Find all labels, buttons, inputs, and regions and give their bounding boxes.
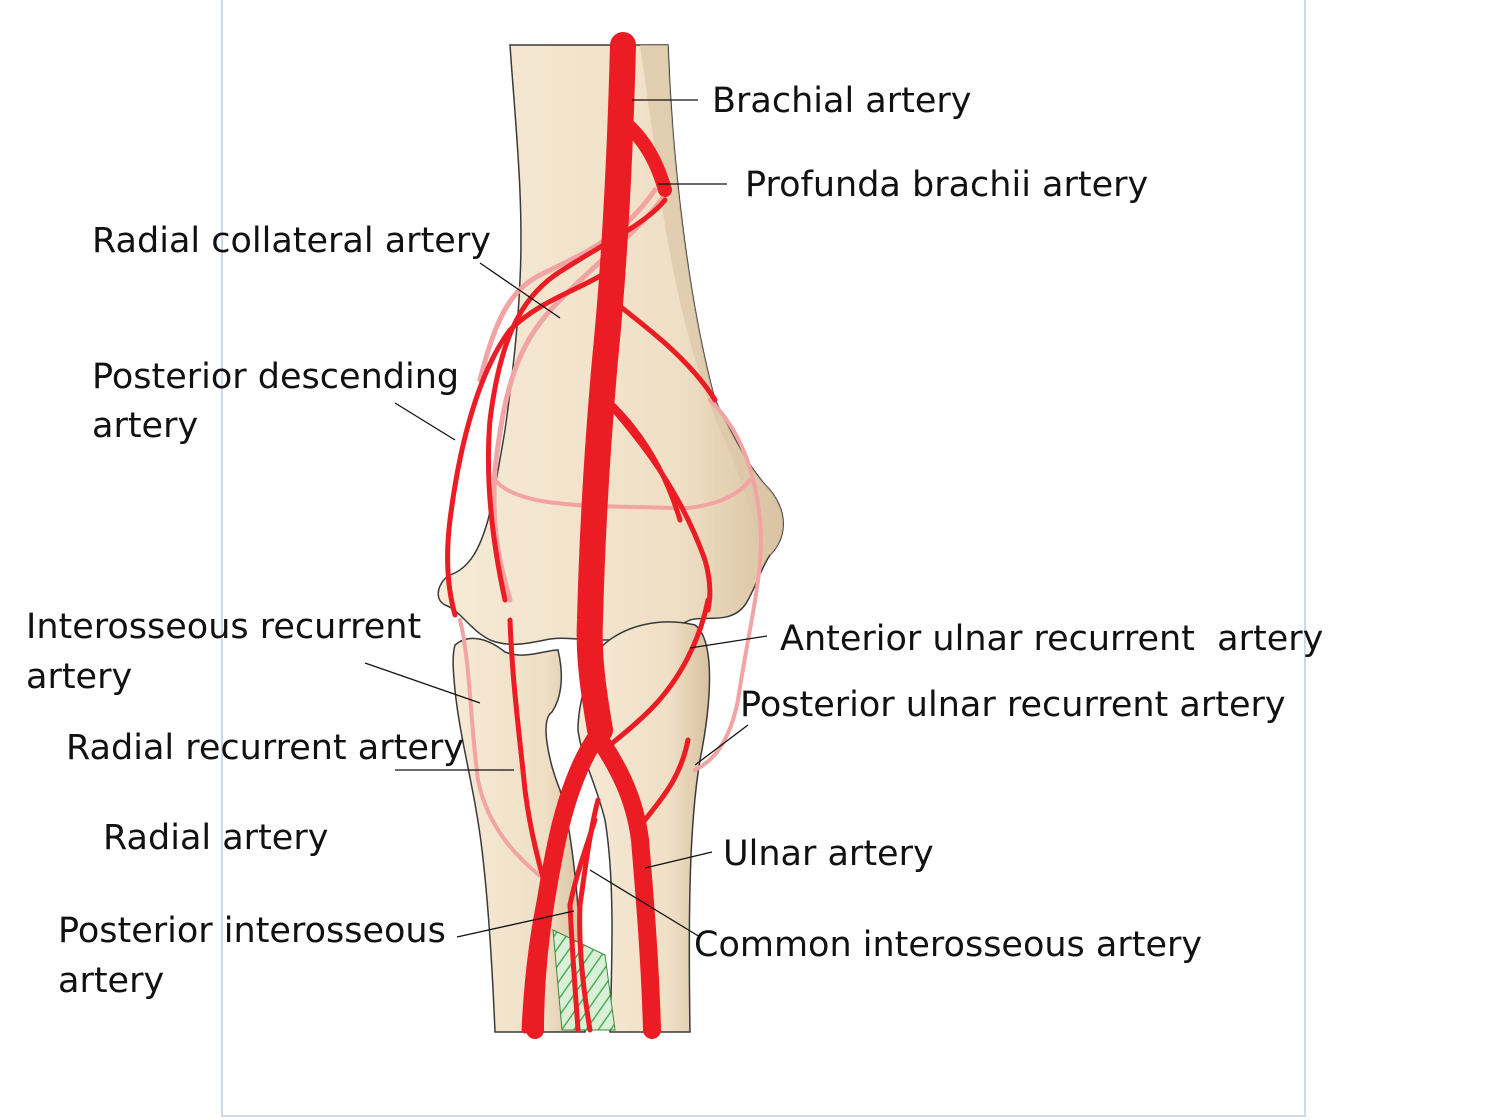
figure-frame	[221, 0, 1306, 1117]
leader-lines	[364, 99, 768, 938]
label-radial-collateral-artery: Radial collateral artery	[92, 221, 491, 261]
label-interosseous-recurrent-line2: artery	[26, 657, 132, 697]
label-interosseous-recurrent-line1: Interosseous recurrent	[26, 607, 421, 647]
label-common-interosseous-artery: Common interosseous artery	[694, 925, 1202, 965]
label-anterior-ulnar-recurrent-artery: Anterior ulnar recurrent artery	[780, 619, 1323, 659]
label-radial-recurrent-artery: Radial recurrent artery	[66, 728, 464, 768]
label-posterior-descending-line1: Posterior descending	[92, 357, 459, 397]
label-posterior-ulnar-recurrent-artery: Posterior ulnar recurrent artery	[740, 685, 1286, 725]
label-posterior-interosseous-line2: artery	[58, 961, 164, 1001]
label-posterior-descending-line2: artery	[92, 406, 198, 446]
label-posterior-interosseous-line1: Posterior interosseous	[58, 911, 446, 951]
label-brachial-artery: Brachial artery	[712, 81, 972, 121]
anterior-arteries	[445, 32, 718, 1039]
label-ulnar-artery: Ulnar artery	[723, 834, 934, 874]
label-radial-artery: Radial artery	[103, 818, 328, 858]
label-profunda-brachii-artery: Profunda brachii artery	[745, 165, 1148, 205]
radius-bone	[452, 637, 586, 1033]
